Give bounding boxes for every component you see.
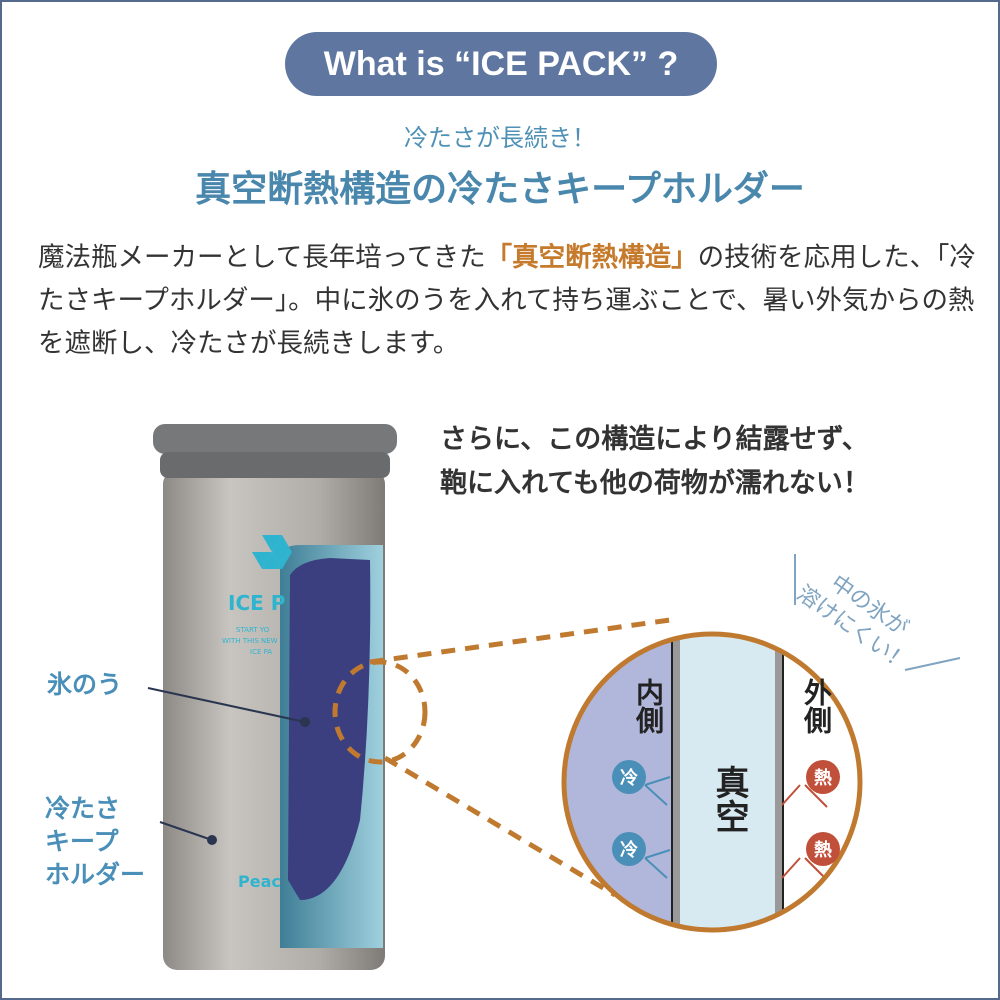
holder-lid <box>153 424 397 454</box>
note-line2: 鞄に入れても他の荷物が濡れない！ <box>440 468 870 499</box>
svg-text:START YO: START YO <box>236 626 270 634</box>
cold-icon: 冷 <box>612 832 646 866</box>
ice-bag <box>288 558 371 900</box>
label-holder: 冷たさキープホルダー <box>45 792 145 891</box>
label-holder-3: ホルダー <box>45 860 146 889</box>
title-pill: What is “ICE PACK” ? <box>285 32 717 96</box>
heat-icon: 熱 <box>806 832 840 866</box>
label-holder-2: キープ <box>45 827 119 856</box>
label-holder-1: 冷たさ <box>45 794 121 823</box>
heat-icon: 熱 <box>806 760 840 794</box>
desc-part2: の技術を応用した、「冷たさキープホルダー」。中に氷のうを入れて持ち運ぶことで、暑… <box>38 242 976 359</box>
label-outer: 外側 <box>800 678 833 734</box>
svg-text:ICE PA: ICE PA <box>250 648 272 656</box>
label-inner: 内側 <box>632 678 665 734</box>
page-title: 真空断熱構造の冷たさキープホルダー <box>195 169 805 210</box>
svg-text:Peac: Peac <box>238 872 281 891</box>
svg-text:WITH THIS NEW: WITH THIS NEW <box>222 637 278 645</box>
cold-icon: 冷 <box>612 760 646 794</box>
subtitle: 冷たさが長続き！ <box>404 124 596 152</box>
label-ice-bag: 氷のう <box>47 670 123 699</box>
desc-highlight: 「真空断熱構造」 <box>485 242 698 273</box>
desc-part1: 魔法瓶メーカーとして長年培ってきた <box>38 242 486 273</box>
snowflake-logo-icon <box>252 535 292 569</box>
description: 魔法瓶メーカーとして長年培ってきた「真空断熱構造」の技術を応用した、「冷たさキー… <box>38 236 978 365</box>
condensation-note: さらに、この構造により結露せず、鞄に入れても他の荷物が濡れない！ <box>440 418 870 506</box>
label-vacuum: 真空 <box>709 765 749 833</box>
note-line1: さらに、この構造により結露せず、 <box>440 424 869 455</box>
product-brand: ICE P <box>228 591 285 615</box>
